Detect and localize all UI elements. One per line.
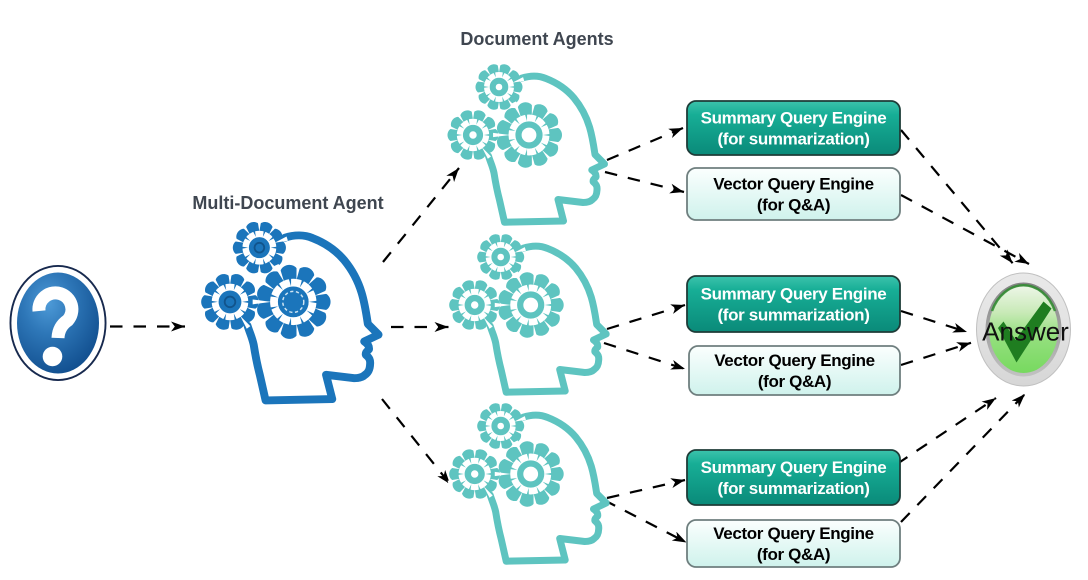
svg-text:Summary Query Engine: Summary Query Engine xyxy=(701,458,887,477)
svg-text:Vector Query Engine: Vector Query Engine xyxy=(714,351,875,370)
svg-text:Summary Query Engine: Summary Query Engine xyxy=(701,285,887,304)
svg-text:Answer: Answer xyxy=(982,317,1069,347)
svg-text:(for summarization): (for summarization) xyxy=(717,479,869,498)
svg-text:(for Q&A): (for Q&A) xyxy=(757,545,830,564)
svg-text:Summary Query Engine: Summary Query Engine xyxy=(701,109,887,128)
svg-text:Vector Query Engine: Vector Query Engine xyxy=(713,524,874,543)
svg-text:(for Q&A): (for Q&A) xyxy=(757,196,830,215)
svg-text:Multi-Document Agent: Multi-Document Agent xyxy=(192,193,383,213)
svg-text:Vector Query Engine: Vector Query Engine xyxy=(713,175,874,194)
svg-text:(for summarization): (for summarization) xyxy=(717,306,869,325)
svg-text:(for Q&A): (for Q&A) xyxy=(758,372,831,391)
svg-text:Document Agents: Document Agents xyxy=(460,29,613,49)
svg-text:(for summarization): (for summarization) xyxy=(717,130,869,149)
